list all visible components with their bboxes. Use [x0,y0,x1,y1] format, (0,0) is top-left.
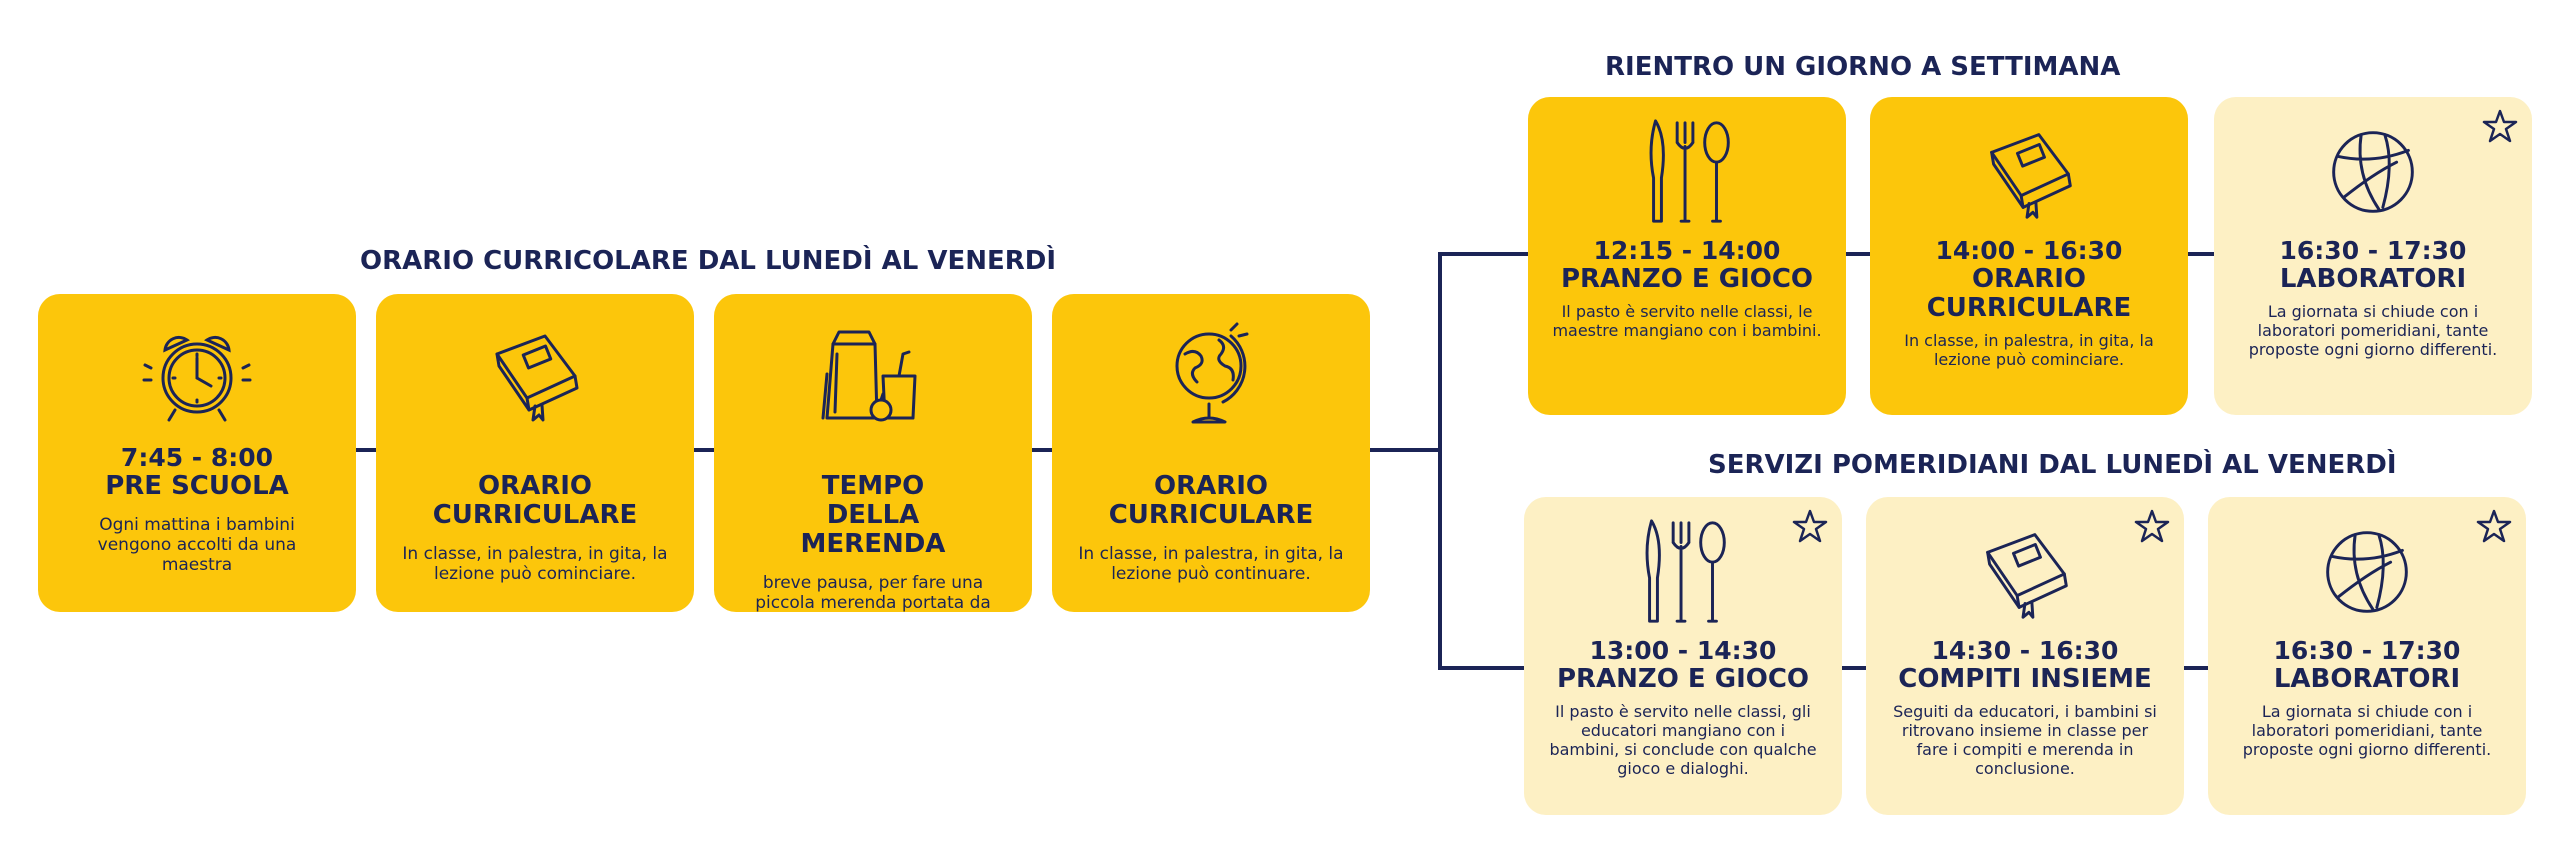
card-description: In classe, in palestra, in gita, la lezi… [1078,544,1344,584]
section-title-return: RIENTRO UN GIORNO A SETTIMANA [1605,52,2121,82]
card-time: 12:15 - 14:00 [1593,236,1781,265]
card-time: 7:45 - 8:00 [120,443,274,472]
section-title-afternoon: SERVIZI POMERIDIANI DAL LUNEDÌ AL VENERD… [1708,450,2397,480]
ball-icon [2332,131,2414,213]
card-description: Il pasto è servito nelle classi, le maes… [1552,302,1822,340]
card-merenda: TEMPO DELLA MERENDA breve pausa, per far… [714,294,1032,612]
card-pranzo-pomeriggio: 13:00 - 14:30 PRANZO E GIOCO Il pasto è … [1524,497,1842,815]
card-time: 14:30 - 16:30 [1931,636,2119,665]
card-description: breve pausa, per fare una piccola merend… [755,573,991,612]
card-curriculare-rientro: 14:00 - 16:30 ORARIO CURRICULARE In clas… [1870,97,2188,415]
book-icon [1990,133,2072,219]
alarm-clock-icon [142,335,252,422]
card-time: 16:30 - 17:30 [2279,236,2467,265]
card-title: ORARIO CURRICULARE [1108,471,1314,530]
card-title: COMPITI INSIEME [1898,664,2152,694]
card-description: Seguiti da educatori, i bambini si ritro… [1893,702,2157,778]
card-description: In classe, in palestra, in gita, la lezi… [402,544,668,584]
card-time: 14:00 - 16:30 [1935,236,2123,265]
card-compiti-insieme: 14:30 - 16:30 COMPITI INSIEME Seguiti da… [1866,497,2184,815]
book-icon [495,334,579,422]
book-icon [1986,533,2068,619]
section-title-morning: ORARIO CURRICOLARE DAL LUNEDÌ AL VENERDÌ [360,246,1057,276]
card-pranzo-rientro: 12:15 - 14:00 PRANZO E GIOCO Il pasto è … [1528,97,1846,415]
card-description: In classe, in palestra, in gita, la lezi… [1904,331,2154,369]
card-description: Il pasto è servito nelle classi, gli edu… [1549,702,1817,778]
star-icon [2476,509,2512,543]
lunch-bag-icon [821,330,917,422]
card-description: Ogni mattina i bambini vengono accolti d… [97,515,297,575]
card-description: La giornata si chiude con i laboratori p… [2248,302,2498,359]
cutlery-icon [1645,519,1726,623]
card-title: ORARIO CURRICULARE [1926,264,2132,323]
card-time: 16:30 - 17:30 [2273,636,2461,665]
cutlery-icon [1649,119,1730,223]
card-time: 13:00 - 14:30 [1589,636,1777,665]
star-icon [2134,509,2170,543]
card-orario-curriculare-1: ORARIO CURRICULARE In classe, in palestr… [376,294,694,612]
card-title: LABORATORI [2273,664,2461,694]
globe-icon [1175,322,1249,424]
card-pre-scuola: 7:45 - 8:00 PRE SCUOLA Ogni mattina i ba… [38,294,356,612]
card-title: ORARIO CURRICULARE [432,471,638,530]
card-title: PRANZO E GIOCO [1556,664,1810,694]
card-title: LABORATORI [2279,264,2467,294]
card-orario-curriculare-2: ORARIO CURRICULARE In classe, in palestr… [1052,294,1370,612]
star-icon [2482,109,2518,143]
card-title: PRANZO E GIOCO [1560,264,1814,294]
card-title: PRE SCUOLA [105,471,289,501]
card-title: TEMPO DELLA MERENDA [800,471,946,559]
card-description: La giornata si chiude con i laboratori p… [2242,702,2492,759]
ball-icon [2326,531,2408,613]
card-laboratori-rientro: 16:30 - 17:30 LABORATORI La giornata si … [2214,97,2532,415]
card-laboratori-pomeriggio: 16:30 - 17:30 LABORATORI La giornata si … [2208,497,2526,815]
star-icon [1792,509,1828,543]
